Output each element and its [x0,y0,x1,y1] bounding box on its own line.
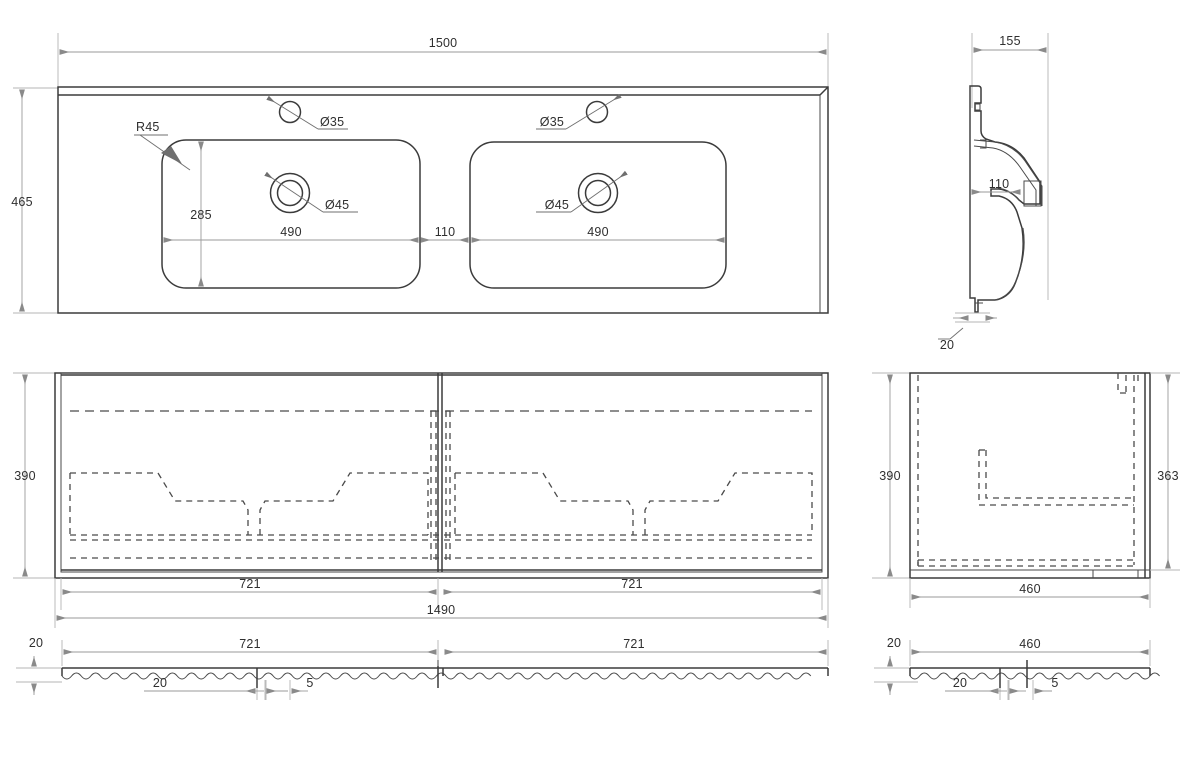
dim-label-465: 465 [11,195,32,209]
dim-side-inner-110: 110 [971,177,1021,195]
dim-label-d35-right: Ø35 [540,115,564,129]
dim-plan-end-thickness-20: 20 [874,636,918,695]
tap-hole-left [278,100,302,124]
countertop-outline [57,86,829,314]
cabinet-end-body [909,372,1151,579]
dim-label-110-side: 110 [989,177,1010,191]
waste-hole-left [269,172,311,214]
dim-label-460-plan: 460 [1019,637,1040,651]
tap-hole-right [585,100,609,124]
dim-label-390-end: 390 [879,469,900,483]
callout-waste-left-d45: Ø45 [264,171,358,213]
dim-label-721-plan-right: 721 [623,637,644,651]
dim-plan-end-detail-20: 20 [945,676,1026,700]
dim-plan-thickness-20: 20 [16,636,62,695]
dim-side-thickness-20: 20 [938,312,997,352]
dim-label-d45-right: Ø45 [545,198,569,212]
dim-label-20-detail-end: 20 [953,676,967,690]
dim-plan-end-460: 460 [909,637,1151,666]
callout-waste-right-d45: Ø45 [536,170,628,213]
view-plan-bottom: 20 721 721 2 [16,636,829,700]
basin-left [161,139,421,289]
dim-overall-depth-465: 465 [11,87,58,314]
dim-plan-detail-5: 5 [251,676,313,700]
dim-label-363: 363 [1157,469,1178,483]
view-end: 390 363 [872,372,1180,608]
dim-label-5-detail: 5 [306,676,313,690]
dim-label-721-right: 721 [621,577,642,591]
dim-front-height-390: 390 [13,372,55,579]
basin-right [469,141,727,289]
view-front: 390 [13,372,829,628]
dim-label-721-left: 721 [239,577,260,591]
dim-basin-width-right-490: 490 [471,225,725,243]
basin-section-profile [969,85,1043,313]
dim-label-20-detail: 20 [153,676,167,690]
dim-label-390-front: 390 [14,469,35,483]
dim-label-d45-left: Ø45 [325,198,349,212]
waste-hole-right [577,172,619,214]
dim-label-5-detail-end: 5 [1051,676,1058,690]
plan-end-panel-body [909,660,1160,688]
view-top: 1500 465 [11,33,829,314]
callout-corner-radius-r45: R45 [134,120,191,171]
dim-front-left-721: 721 [60,577,439,612]
view-side-section: 155 110 20 [938,33,1049,352]
dim-plan-left-721: 721 [61,637,439,666]
dim-label-r45: R45 [136,120,160,134]
dim-end-inner-363: 363 [1150,372,1180,571]
dim-label-1500: 1500 [429,36,458,50]
dim-label-155: 155 [999,34,1020,48]
dim-plan-end-detail-5: 5 [994,676,1058,700]
dim-plan-detail-20: 20 [144,676,288,700]
callout-tap-right-d35: Ø35 [536,93,622,130]
hidden-lines-front [69,410,813,560]
dim-plan-right-721: 721 [444,637,829,666]
dim-label-721-plan-left: 721 [239,637,260,651]
view-plan-bottom-end: 20 460 20 [874,636,1160,700]
dim-label-20-plan: 20 [29,636,43,650]
dim-label-460-end: 460 [1019,582,1040,596]
dim-basin-gap-110: 110 [420,225,469,243]
dim-front-overall-1490: 1490 [54,578,829,628]
dim-front-right-721: 721 [443,577,823,610]
dim-end-height-390: 390 [872,372,910,579]
dim-side-depth-155: 155 [971,33,1049,300]
dim-label-490-left: 490 [280,225,301,239]
dim-label-110-gap: 110 [435,225,456,239]
plan-panel-body [61,660,829,688]
dim-label-20-side: 20 [940,338,954,352]
dim-overall-width-1500: 1500 [57,33,829,88]
dim-label-20-plan-end: 20 [887,636,901,650]
dim-label-1490: 1490 [427,603,456,617]
dim-basin-depth-285: 285 [190,141,212,287]
dim-basin-width-left-490: 490 [163,225,419,243]
dim-label-490-right: 490 [587,225,608,239]
hidden-lines-end [917,373,1139,567]
dim-label-d35-left: Ø35 [320,115,344,129]
dim-end-depth-460: 460 [909,578,1151,608]
cabinet-front-body [54,372,829,579]
dim-label-285: 285 [190,208,211,222]
callout-tap-left-d35: Ø35 [266,95,348,130]
